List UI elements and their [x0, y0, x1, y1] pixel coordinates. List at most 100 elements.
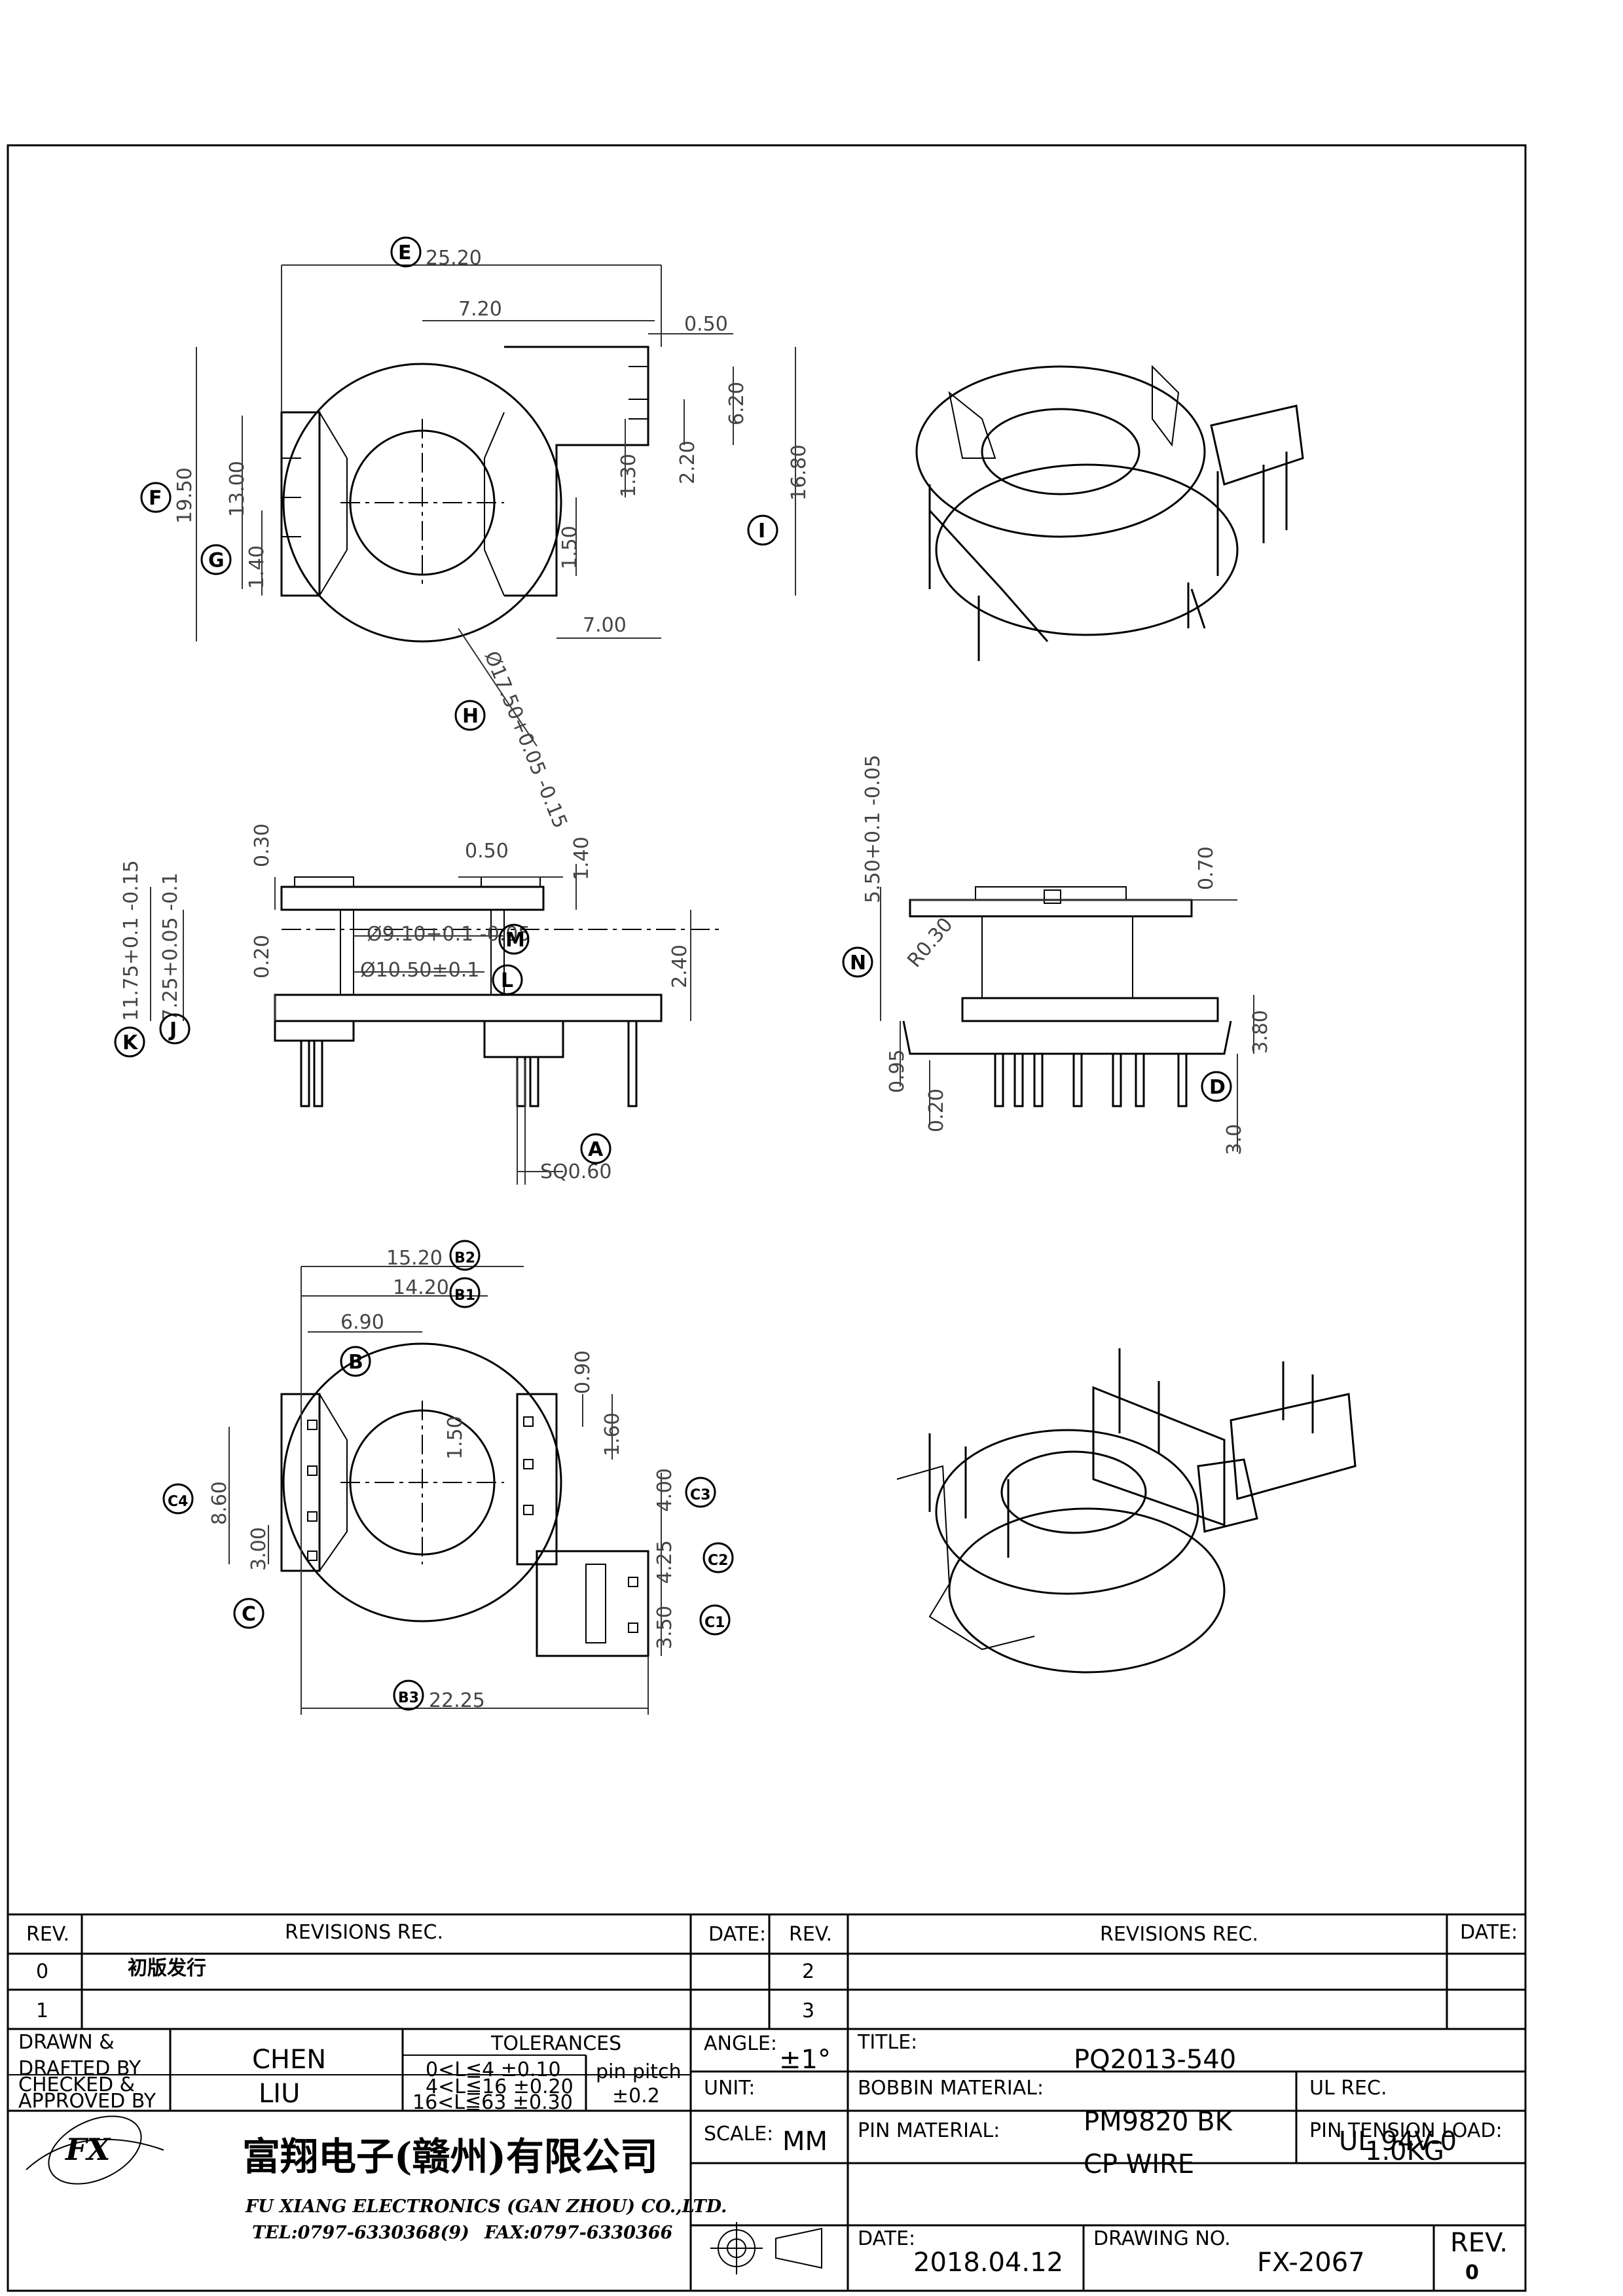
svg-text:REVISIONS REC.: REVISIONS REC. — [1100, 1923, 1258, 1946]
svg-text:1: 1 — [36, 2000, 48, 2022]
svg-text:C4: C4 — [168, 1494, 188, 1510]
svg-text:Ø17.50+0.05 -0.15: Ø17.50+0.05 -0.15 — [480, 648, 572, 832]
svg-text:PQ2013-540: PQ2013-540 — [1074, 2045, 1236, 2075]
svg-text:DATE:: DATE: — [708, 1923, 766, 1946]
svg-text:25.20: 25.20 — [426, 247, 482, 270]
svg-text:B1: B1 — [454, 1287, 475, 1304]
svg-text:7.25+0.05 -0.1: 7.25+0.05 -0.1 — [159, 872, 182, 1021]
svg-text:2: 2 — [802, 1960, 814, 1983]
svg-text:13.00: 13.00 — [226, 461, 249, 517]
svg-text:FX-2067: FX-2067 — [1257, 2248, 1365, 2278]
side-view: 0.30 0.50 1.40 Ø9.10+0.1 -0.05 Ø10.50±0.… — [114, 823, 720, 1185]
svg-text:0.90: 0.90 — [572, 1350, 594, 1394]
svg-text:A: A — [588, 1138, 604, 1161]
svg-text:0.30: 0.30 — [251, 823, 274, 867]
svg-text:ANGLE:: ANGLE: — [704, 2032, 777, 2055]
svg-text:I: I — [758, 520, 765, 543]
svg-text:C: C — [242, 1603, 256, 1626]
isometric-view-bottom — [896, 1348, 1357, 1674]
svg-text:3.50: 3.50 — [653, 1605, 676, 1649]
svg-text:19.50: 19.50 — [173, 467, 196, 524]
svg-text:K: K — [122, 1031, 139, 1054]
svg-text:1.0KG: 1.0KG — [1365, 2136, 1444, 2166]
svg-text:3.0: 3.0 — [1223, 1124, 1246, 1155]
svg-text:DATE:: DATE: — [858, 2227, 915, 2250]
svg-text:H: H — [462, 705, 479, 728]
svg-text:CHECKED &: CHECKED & — [18, 2073, 135, 2096]
svg-text:3.80: 3.80 — [1249, 1010, 1272, 1054]
svg-text:FAX:0797-6330366: FAX:0797-6330366 — [484, 2223, 673, 2243]
svg-text:SQ0.60: SQ0.60 — [540, 1160, 611, 1183]
svg-text:4<L≦16 ±0.20: 4<L≦16 ±0.20 — [426, 2075, 574, 2098]
svg-text:1.40: 1.40 — [246, 545, 268, 589]
svg-text:1.50: 1.50 — [444, 1416, 467, 1460]
svg-text:0.20: 0.20 — [251, 935, 274, 978]
svg-text:PIN MATERIAL:: PIN MATERIAL: — [858, 2119, 1000, 2142]
svg-text:2018.04.12: 2018.04.12 — [913, 2248, 1063, 2278]
svg-text:DRAFTED BY: DRAFTED BY — [18, 2057, 141, 2080]
svg-text:PIN TENSION LOAD:: PIN TENSION LOAD: — [1309, 2119, 1503, 2142]
svg-text:1.50: 1.50 — [558, 526, 581, 569]
svg-text:16<L≦63 ±0.30: 16<L≦63 ±0.30 — [412, 2091, 573, 2114]
svg-text:初版发行: 初版发行 — [128, 1957, 206, 1980]
svg-text:16.80: 16.80 — [788, 444, 811, 501]
svg-text:N: N — [850, 952, 866, 975]
svg-text:FU XIANG ELECTRONICS (GAN ZHOU: FU XIANG ELECTRONICS (GAN ZHOU) CO.,LTD. — [245, 2197, 727, 2217]
svg-text:D: D — [1209, 1076, 1226, 1099]
svg-text:DRAWING NO.: DRAWING NO. — [1093, 2227, 1231, 2250]
svg-text:M: M — [505, 929, 525, 952]
svg-text:C2: C2 — [708, 1552, 728, 1569]
svg-text:DATE:: DATE: — [1460, 1921, 1518, 1944]
svg-text:2.20: 2.20 — [676, 440, 699, 484]
svg-text:0.70: 0.70 — [1195, 846, 1218, 890]
svg-text:7.00: 7.00 — [583, 614, 627, 637]
svg-text:LIU: LIU — [259, 2079, 300, 2109]
svg-text:0.20: 0.20 — [925, 1088, 948, 1132]
svg-text:0.50: 0.50 — [684, 313, 728, 336]
svg-text:0<L≦4 ±0.10: 0<L≦4 ±0.10 — [426, 2058, 561, 2081]
svg-text:F: F — [149, 487, 162, 510]
svg-text:6.20: 6.20 — [725, 382, 748, 425]
svg-text:富翔电子(赣州)有限公司: 富翔电子(赣州)有限公司 — [242, 2134, 658, 2179]
svg-text:B3: B3 — [398, 1690, 419, 1706]
svg-text:Ø10.50±0.1: Ø10.50±0.1 — [360, 959, 479, 982]
svg-text:3: 3 — [802, 2000, 814, 2022]
svg-text:C3: C3 — [690, 1487, 710, 1503]
svg-text:11.75+0.1 -0.15: 11.75+0.1 -0.15 — [120, 860, 143, 1021]
projection-symbol-icon — [710, 2222, 822, 2274]
bottom-view: 15.20 14.20 6.90 0.90 1.60 1.50 4.00 4.2… — [162, 1240, 734, 1715]
svg-text:4.00: 4.00 — [653, 1468, 676, 1512]
svg-text:2.40: 2.40 — [668, 944, 691, 988]
top-view: 25.20 7.20 0.50 6.20 2.20 1.30 16.80 19.… — [140, 236, 811, 832]
svg-text:E: E — [398, 242, 412, 264]
svg-text:TITLE:: TITLE: — [857, 2031, 917, 2054]
svg-text:pin pitch: pin pitch — [596, 2060, 682, 2083]
top-view-right-block — [504, 346, 649, 597]
svg-text:R0.30: R0.30 — [903, 913, 957, 972]
svg-text:REV.: REV. — [789, 1923, 832, 1946]
svg-text:6.90: 6.90 — [340, 1311, 384, 1334]
svg-text:±0.2: ±0.2 — [612, 2085, 660, 2108]
svg-text:SCALE:: SCALE: — [704, 2123, 773, 2145]
svg-text:5.50+0.1 -0.05: 5.50+0.1 -0.05 — [862, 755, 884, 903]
svg-text:3.00: 3.00 — [247, 1527, 270, 1571]
svg-text:0: 0 — [1465, 2261, 1479, 2284]
svg-text:B2: B2 — [454, 1250, 475, 1266]
svg-text:C1: C1 — [704, 1615, 725, 1631]
company-logo-icon: FX — [26, 2115, 164, 2185]
title-block: REV. REVISIONS REC. DATE: REV. REVISIONS… — [8, 1913, 1525, 2291]
svg-text:G: G — [208, 549, 225, 572]
svg-text:UL REC.: UL REC. — [1309, 2077, 1387, 2100]
svg-text:UNIT:: UNIT: — [704, 2077, 755, 2100]
svg-text:UL 94V-0: UL 94V-0 — [1339, 2126, 1457, 2157]
sheet-border — [7, 144, 1527, 2292]
svg-text:4.25: 4.25 — [653, 1540, 676, 1584]
svg-text:L: L — [501, 969, 513, 992]
svg-text:8.60: 8.60 — [208, 1481, 231, 1525]
svg-text:0.50: 0.50 — [465, 840, 509, 863]
svg-text:±1°: ±1° — [779, 2045, 831, 2075]
svg-text:MM: MM — [782, 2126, 828, 2157]
svg-text:REVISIONS REC.: REVISIONS REC. — [285, 1921, 443, 1944]
svg-text:REV.: REV. — [26, 1923, 69, 1946]
